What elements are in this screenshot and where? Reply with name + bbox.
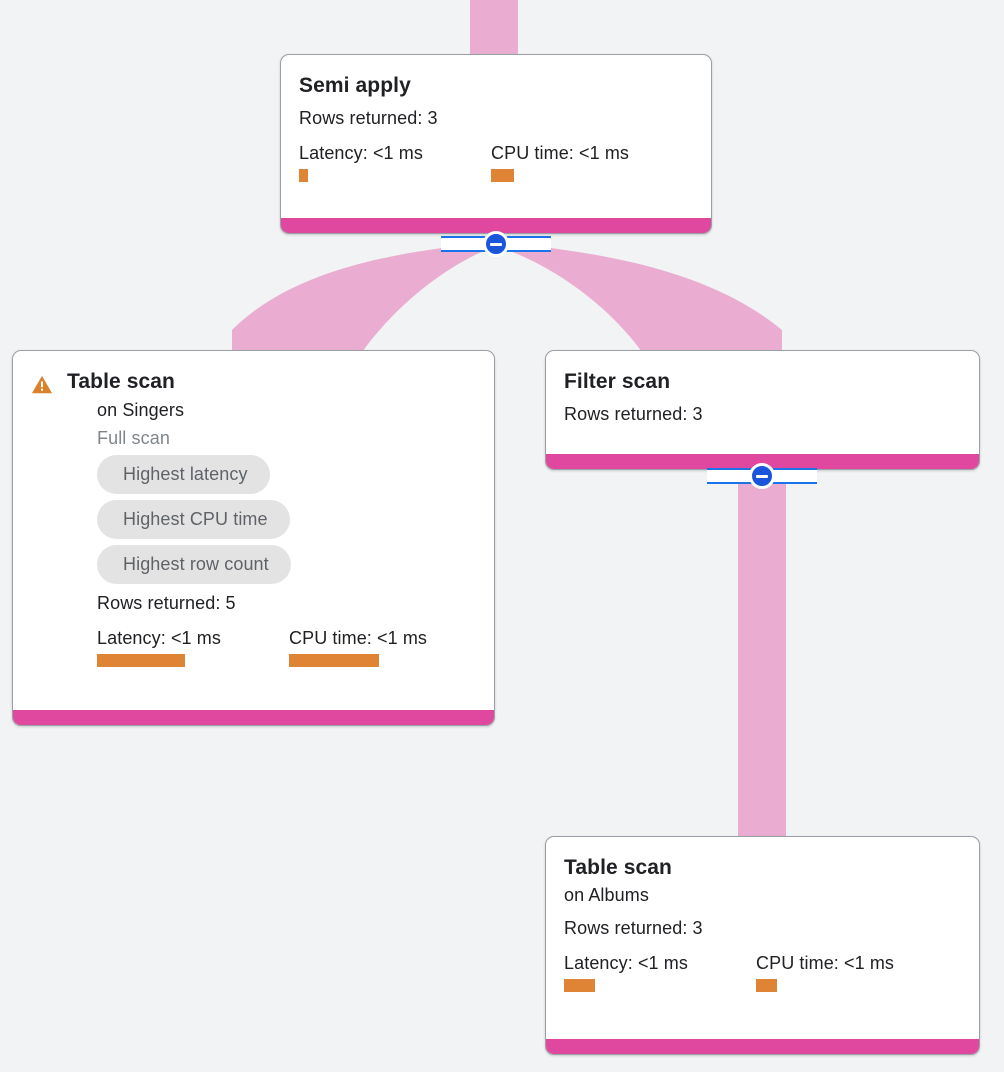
metric-cpu-time: CPU time: <1 ms [289, 627, 427, 667]
warning-icon [31, 375, 53, 394]
metric-latency-bar [97, 654, 185, 667]
badge-highest-cpu-time: Highest CPU time [97, 500, 290, 539]
edge-filter-scan-to-table-scan-albums [738, 466, 786, 838]
node-accent-bar [546, 1039, 979, 1054]
node-filter-scan[interactable]: Filter scan Rows returned: 3 [545, 350, 980, 470]
node-table-scan-albums-body: Table scan on Albums Rows returned: 3 La… [546, 837, 979, 1012]
toggle-semi-apply[interactable] [441, 230, 551, 258]
node-metrics: Latency: <1 ms CPU time: <1 ms [564, 952, 961, 992]
edge-incoming-root [470, 0, 518, 54]
metric-cpu-time-bar [289, 654, 379, 667]
toggle-filter-scan[interactable] [707, 462, 817, 490]
minus-icon[interactable] [483, 231, 509, 257]
node-accent-bar [281, 218, 711, 233]
node-title: Semi apply [299, 74, 411, 97]
node-table-scan-albums[interactable]: Table scan on Albums Rows returned: 3 La… [545, 836, 980, 1055]
metric-cpu-time: CPU time: <1 ms [756, 952, 894, 992]
node-table-scan-singers[interactable]: Table scan on Singers Full scan Highest … [12, 350, 495, 726]
edge-semi-apply-to-table-scan-singers [232, 242, 496, 352]
metric-latency-bar [564, 979, 595, 992]
node-semi-apply-header: Semi apply [299, 73, 693, 99]
node-badges: Highest latency Highest CPU time Highest… [31, 455, 476, 584]
node-semi-apply-body: Semi apply Rows returned: 3 Latency: <1 … [281, 55, 711, 202]
metric-latency-label: Latency: <1 ms [564, 953, 688, 973]
node-filter-scan-body: Filter scan Rows returned: 3 [546, 351, 979, 447]
node-table-scan-albums-header: Table scan [564, 855, 961, 881]
metric-cpu-time: CPU time: <1 ms [491, 142, 629, 182]
node-accent-bar [13, 710, 494, 725]
node-accent-bar [546, 454, 979, 469]
metric-cpu-time-bar [491, 169, 514, 182]
node-metrics: Latency: <1 ms CPU time: <1 ms [299, 142, 693, 182]
rows-returned: Rows returned: 3 [299, 108, 438, 128]
node-scan-type: Full scan [97, 428, 170, 448]
metric-latency-label: Latency: <1 ms [299, 143, 423, 163]
rows-returned: Rows returned: 5 [97, 593, 236, 613]
node-title: Table scan [67, 370, 175, 393]
metric-latency-label: Latency: <1 ms [97, 628, 221, 648]
node-title: Filter scan [564, 370, 671, 393]
metric-cpu-time-label: CPU time: <1 ms [756, 953, 895, 973]
badge-highest-row-count: Highest row count [97, 545, 291, 584]
node-table-scan-singers-header: Table scan [31, 369, 476, 396]
node-table-scan-singers-body: Table scan on Singers Full scan Highest … [13, 351, 494, 687]
metric-latency: Latency: <1 ms [564, 952, 756, 992]
rows-returned: Rows returned: 3 [564, 918, 703, 938]
rows-returned: Rows returned: 3 [564, 404, 703, 424]
metric-latency: Latency: <1 ms [97, 627, 289, 667]
node-title: Table scan [564, 856, 672, 879]
metric-cpu-time-bar [756, 979, 777, 992]
node-target: on Singers [97, 400, 185, 420]
node-target: on Albums [564, 885, 649, 905]
metric-latency: Latency: <1 ms [299, 142, 491, 182]
node-filter-scan-header: Filter scan [564, 369, 961, 395]
minus-icon[interactable] [749, 463, 775, 489]
metric-cpu-time-label: CPU time: <1 ms [491, 143, 630, 163]
metric-cpu-time-label: CPU time: <1 ms [289, 628, 428, 648]
badge-highest-latency: Highest latency [97, 455, 270, 494]
edge-semi-apply-to-filter-scan [496, 242, 782, 352]
metric-latency-bar [299, 169, 308, 182]
node-metrics: Latency: <1 ms CPU time: <1 ms [31, 627, 476, 667]
node-semi-apply[interactable]: Semi apply Rows returned: 3 Latency: <1 … [280, 54, 712, 234]
